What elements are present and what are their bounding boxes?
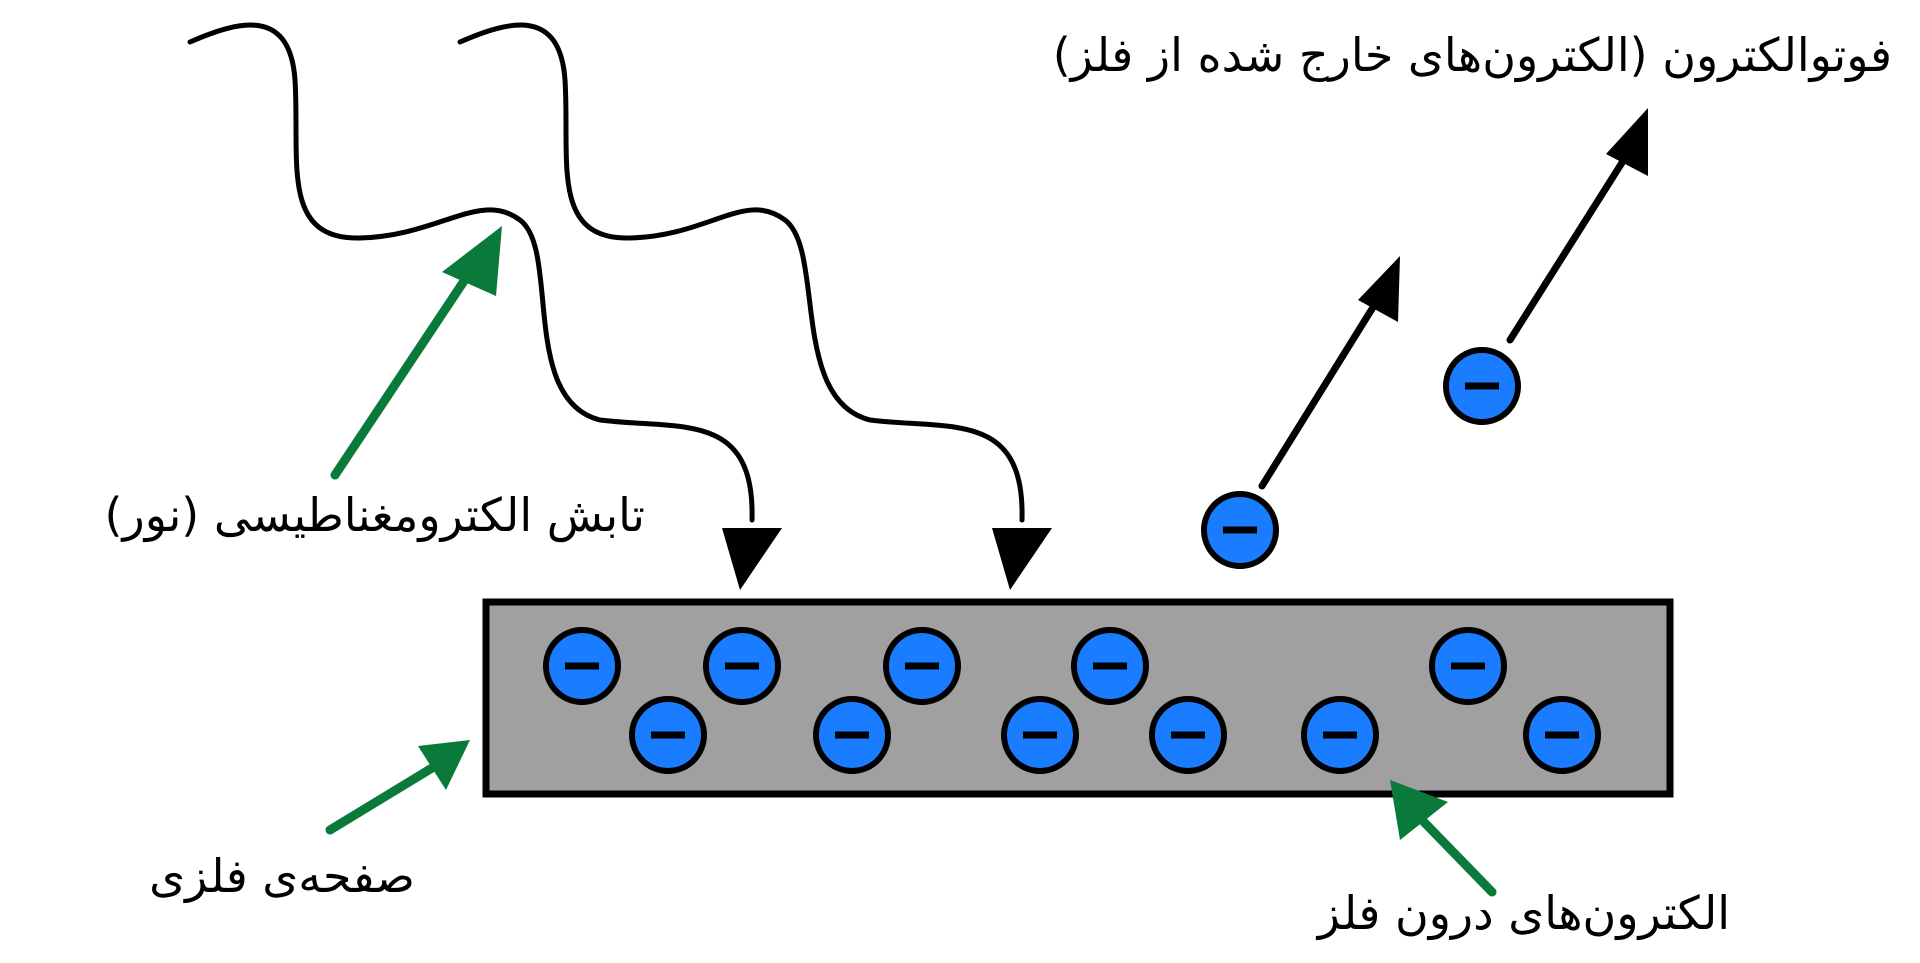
ejected-electron <box>1201 491 1279 569</box>
inner-electron <box>883 627 961 705</box>
inner-electron <box>543 627 621 705</box>
label-inner-electrons: الکترون‌های درون فلز <box>1317 886 1730 940</box>
arrowhead <box>1358 256 1400 322</box>
ejected-electron-arrow-1 <box>1258 256 1400 490</box>
minus-sign-icon <box>905 662 939 670</box>
arrowhead <box>1606 108 1648 176</box>
inner-electron <box>1149 696 1227 774</box>
minus-sign-icon <box>1451 662 1485 670</box>
pointer-arrow-radiation <box>330 226 502 480</box>
minus-sign-icon <box>1323 731 1357 739</box>
minus-sign-icon <box>651 731 685 739</box>
arrowhead <box>418 740 470 790</box>
inner-electron <box>1071 627 1149 705</box>
minus-sign-icon <box>835 731 869 739</box>
pointer-arrow-plate <box>325 740 470 835</box>
inner-electron <box>629 696 707 774</box>
inner-electron <box>1001 696 1079 774</box>
label-radiation: تابش الکترومغناطیسی (نور) <box>104 488 645 542</box>
inner-electron <box>1523 696 1601 774</box>
arrowhead <box>442 226 502 296</box>
incoming-wave-1 <box>187 22 782 590</box>
incoming-wave-2 <box>457 22 1052 590</box>
ejected-electrons-group <box>1201 347 1521 569</box>
wave-arrowhead <box>992 528 1052 590</box>
minus-sign-icon <box>565 662 599 670</box>
ejected-electron-arrow-2 <box>1506 108 1648 344</box>
inner-electron <box>813 696 891 774</box>
minus-sign-icon <box>1093 662 1127 670</box>
arrowhead <box>1390 780 1448 840</box>
wave-arrowhead <box>722 528 782 590</box>
minus-sign-icon <box>1465 382 1499 390</box>
wave-line <box>187 22 755 523</box>
inner-electrons-group <box>543 627 1601 774</box>
inner-electron <box>1301 696 1379 774</box>
ejected-electron <box>1443 347 1521 425</box>
minus-sign-icon <box>725 662 759 670</box>
inner-electron <box>1429 627 1507 705</box>
minus-sign-icon <box>1171 731 1205 739</box>
wave-line <box>457 22 1025 523</box>
pointer-arrow-inner-electrons <box>1390 780 1497 897</box>
minus-sign-icon <box>1223 526 1257 534</box>
minus-sign-icon <box>1545 731 1579 739</box>
minus-sign-icon <box>1023 731 1057 739</box>
inner-electron <box>703 627 781 705</box>
label-photoelectron: فوتوالکترون (الکترون‌های خارج شده از فلز… <box>1052 28 1892 82</box>
label-metal-plate: صفحه‌ی فلزی <box>149 849 415 903</box>
